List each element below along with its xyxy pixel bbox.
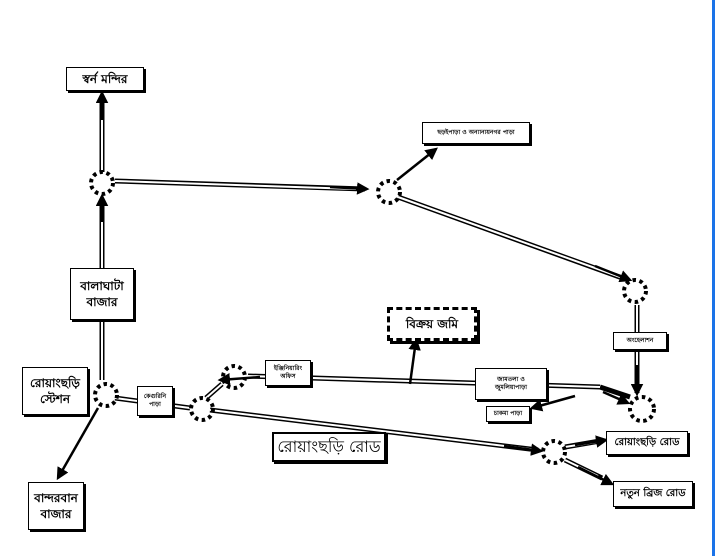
label-jamtoli-para: জামতলা ও জুমলিয়াপাড়া — [475, 368, 547, 400]
arrow-exit-bridge — [577, 465, 615, 486]
label-bikroy-jomi: বিক্রয় জমি — [387, 307, 477, 341]
road-lower — [209, 407, 539, 453]
junction-lower-right — [541, 439, 567, 465]
label-roangchhari-road-right: রোয়াংছড়ি রোড — [606, 431, 688, 455]
label-roangchhari-station: রোয়াংছড়ি স্টেশন — [22, 367, 88, 415]
label-swarna-mandir: স্বর্ন মন্দির — [66, 67, 144, 91]
road-diagonal-right — [397, 194, 629, 283]
arrow-lower-east — [503, 443, 544, 456]
arrow-middle-west — [217, 373, 261, 386]
label-ongshobari: অংহেলাশন — [613, 332, 667, 350]
junction-mid-left — [221, 364, 247, 390]
arrow-to-bikroy-jomi — [408, 337, 421, 385]
arrow-to-bandarban — [56, 407, 100, 481]
label-chakma-para: চাকমা পাড়া — [486, 406, 530, 422]
label-balaghata-bazar: বালাঘাটা বাজার — [70, 268, 134, 320]
road-lower-left-link — [204, 382, 224, 400]
label-chhoichhaipara: ছড়ইপাড়া ও অন্যান্যয়নগর পাড়া — [422, 122, 530, 144]
junction-right-upper — [622, 278, 648, 304]
arrow-to-chakma-para — [529, 394, 576, 412]
label-engineering-office: ইঞ্জিনিয়ারিং অফিস — [265, 360, 311, 386]
junction-lower-left — [189, 396, 215, 422]
junction-top-middle — [376, 179, 402, 205]
label-kaulipara: কেগুরিনি পাড়া — [137, 386, 173, 416]
arrow-diag-down — [594, 264, 633, 283]
arrow-top-east — [329, 182, 370, 195]
junction-top-left — [89, 170, 115, 196]
label-bandarban-bazar: বান্দরবান বাজার — [28, 482, 84, 530]
junction-station — [93, 382, 119, 408]
arrow-right-inbound — [602, 390, 631, 405]
arrow-exit-roangchhari — [574, 435, 609, 448]
window-edge-bar — [712, 0, 715, 556]
label-notun-bridge-road: নতুন ব্রিজ রোড — [613, 481, 693, 507]
arrow-to-chhoichhaipara — [396, 147, 438, 181]
label-roangchhari-road-main: রোয়াংছড়ি রোড — [272, 432, 386, 462]
junction-right-lower — [628, 395, 656, 423]
road-top — [114, 178, 366, 192]
